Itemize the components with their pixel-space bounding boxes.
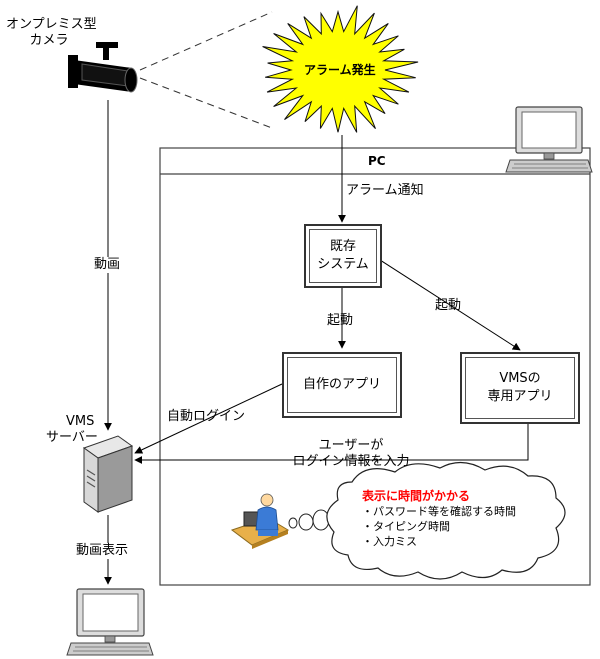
display-monitor-icon xyxy=(66,588,154,656)
camera-view-lines xyxy=(139,11,273,129)
alarm-label: アラーム発生 xyxy=(304,63,376,77)
vms-app-line1: VMSの xyxy=(499,371,541,386)
vms-server-line2: サーバー xyxy=(46,430,98,445)
pc-frame xyxy=(159,147,591,586)
user-login-line1: ユーザーが xyxy=(318,438,384,453)
vms-app-box: VMSの 専用アプリ xyxy=(460,352,580,424)
edge-label-user-login: ユーザーが ログイン情報を入力 xyxy=(276,438,426,470)
camera-label-line1: オンプレミス型 xyxy=(6,17,97,32)
thought-cloud-title: 表示に時間がかかる xyxy=(362,489,471,503)
vms-server-line1: VMS xyxy=(66,414,95,429)
edge-label-launch-left: 起動 xyxy=(327,313,354,328)
server-icon xyxy=(82,435,134,513)
thought-bubbles xyxy=(288,509,330,531)
thought-cloud xyxy=(326,461,566,580)
user-at-desk-icon xyxy=(230,493,290,549)
thought-cloud-text: 表示に時間がかかる ・パスワード等を確認する時間 ・タイピング時間 ・入力ミス xyxy=(362,488,516,549)
thought-cloud-item: ・タイピング時間 xyxy=(362,520,450,533)
vms-server-label: VMS サーバー xyxy=(46,414,98,446)
alarm-notify-label: アラーム通知 xyxy=(346,183,424,198)
pc-monitor-icon xyxy=(505,106,593,173)
edge-label-launch-right: 起動 xyxy=(435,298,462,313)
thought-cloud-item: ・パスワード等を確認する時間 xyxy=(362,505,516,518)
self-made-app-label: 自作のアプリ xyxy=(302,377,381,392)
camera-label-line2: カメラ xyxy=(29,33,69,48)
vms-app-line2: 専用アプリ xyxy=(487,389,553,404)
user-login-line2: ログイン情報を入力 xyxy=(292,454,410,469)
self-made-app-box: 自作のアプリ xyxy=(282,352,402,418)
edge-label-video: 動画 xyxy=(92,257,123,273)
camera-label: オンプレミス型 カメラ xyxy=(6,17,97,49)
existing-system-line2: システム xyxy=(317,257,369,272)
pc-frame-title: PC xyxy=(368,154,386,168)
edge-label-video-display: 動画表示 xyxy=(74,543,131,559)
existing-system-line1: 既存 xyxy=(329,239,356,254)
existing-system-box: 既存 システム xyxy=(304,224,382,288)
thought-cloud-item: ・入力ミス xyxy=(362,535,417,548)
camera-icon xyxy=(68,42,138,93)
edge-label-auto-login: 自動ログイン xyxy=(167,409,246,424)
alarm-burst xyxy=(262,5,419,133)
